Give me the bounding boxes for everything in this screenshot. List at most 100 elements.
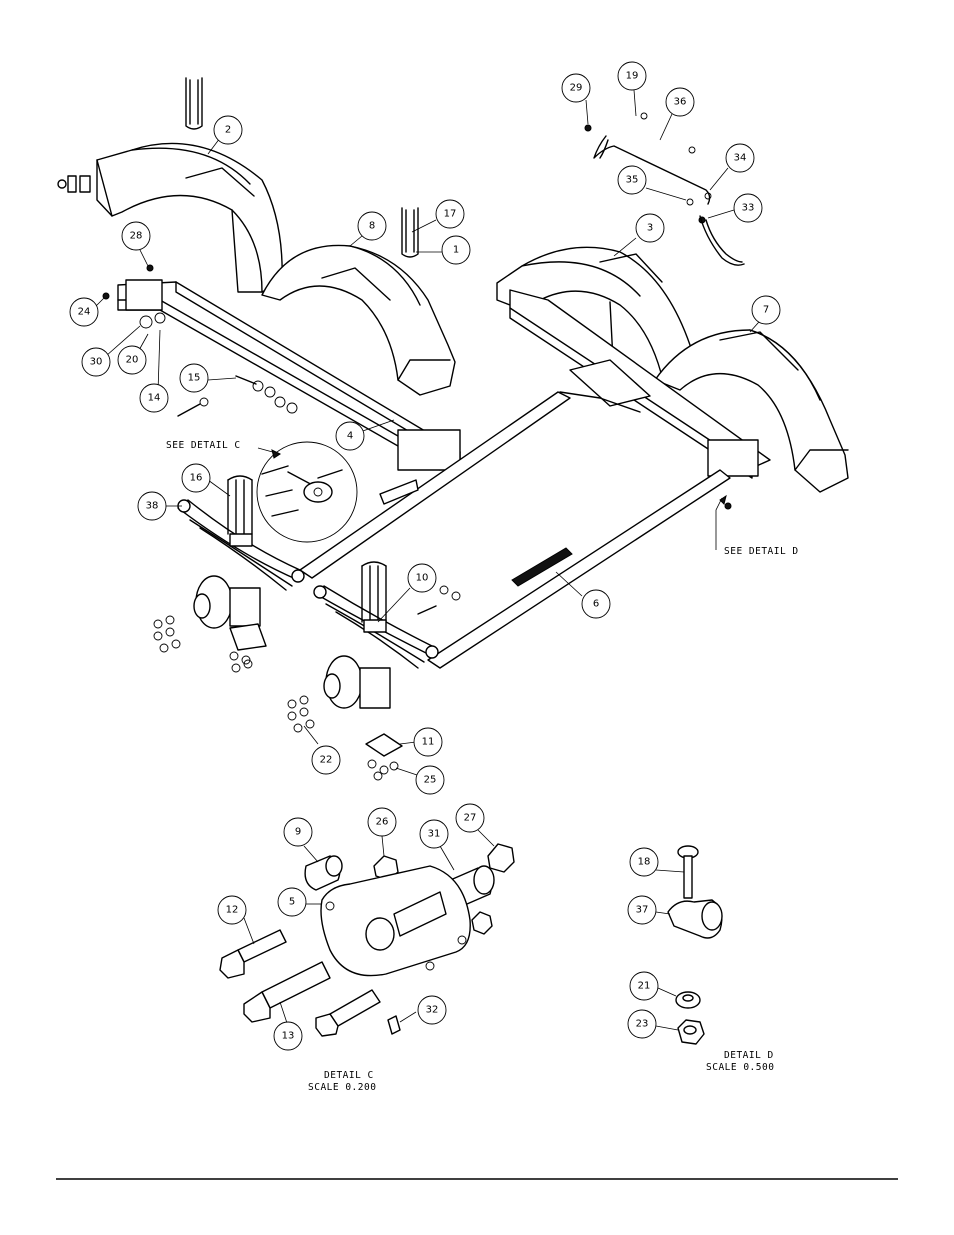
balloon-24: 24 <box>69 297 99 327</box>
balloon-18: 18 <box>629 847 659 877</box>
svg-text:17: 17 <box>444 209 457 220</box>
svg-text:9: 9 <box>295 827 301 838</box>
detail-c-scale: SCALE 0.200 <box>308 1082 376 1093</box>
detail-d-arrow <box>715 494 727 550</box>
frame-rail-right <box>509 289 771 479</box>
fender-2 <box>96 142 283 293</box>
balloon-22: 22 <box>311 745 341 775</box>
balloon-37: 37 <box>627 895 657 925</box>
svg-text:18: 18 <box>638 857 651 868</box>
balloon-26: 26 <box>367 807 397 837</box>
svg-text:21: 21 <box>638 981 651 992</box>
svg-text:2: 2 <box>225 125 231 136</box>
balloon-32: 32 <box>417 995 447 1025</box>
svg-text:23: 23 <box>636 1019 649 1030</box>
svg-text:25: 25 <box>424 775 437 786</box>
fender-7 <box>654 329 849 493</box>
svg-text:26: 26 <box>376 817 389 828</box>
detail-c-callout <box>256 441 358 543</box>
leader-lines <box>95 89 767 1031</box>
balloon-30: 30 <box>81 347 111 377</box>
svg-text:16: 16 <box>190 473 203 484</box>
see-detail-d-note: SEE DETAIL D <box>724 546 799 557</box>
detail-d-scale: SCALE 0.500 <box>706 1062 774 1073</box>
svg-text:38: 38 <box>146 501 159 512</box>
balloon-17: 17 <box>435 199 465 229</box>
svg-text:11: 11 <box>422 737 435 748</box>
balloon-38: 38 <box>137 491 167 521</box>
svg-text:6: 6 <box>593 599 599 610</box>
balloon-29: 29 <box>561 73 591 103</box>
svg-text:4: 4 <box>347 431 353 442</box>
svg-text:19: 19 <box>626 71 639 82</box>
balloon-14: 14 <box>139 383 169 413</box>
balloon-16: 16 <box>181 463 211 493</box>
svg-text:32: 32 <box>426 1005 439 1016</box>
svg-text:37: 37 <box>636 905 649 916</box>
svg-text:5: 5 <box>289 897 295 908</box>
balloon-3: 3 <box>635 213 665 243</box>
svg-text:12: 12 <box>226 905 239 916</box>
balloon-27: 27 <box>455 803 485 833</box>
center-hitch <box>559 359 651 413</box>
svg-text:22: 22 <box>320 755 333 766</box>
svg-text:15: 15 <box>188 373 201 384</box>
svg-text:27: 27 <box>464 813 477 824</box>
wire-harness-36 <box>593 135 745 266</box>
svg-text:34: 34 <box>734 153 747 164</box>
balloon-2: 2 <box>213 115 243 145</box>
hub-right <box>323 655 391 709</box>
balloon-15: 15 <box>179 363 209 393</box>
svg-text:8: 8 <box>369 221 375 232</box>
balloon-10: 10 <box>407 563 437 593</box>
detail-c-parts <box>219 843 515 1037</box>
svg-text:3: 3 <box>647 223 653 234</box>
balloon-4: 4 <box>335 421 365 451</box>
frame-rail-4 <box>117 279 461 471</box>
balloon-13: 13 <box>273 1021 303 1051</box>
svg-text:30: 30 <box>90 357 103 368</box>
svg-text:20: 20 <box>126 355 139 366</box>
detail-c-title: DETAIL C <box>324 1070 374 1081</box>
balloon-12: 12 <box>217 895 247 925</box>
balloon-23: 23 <box>627 1009 657 1039</box>
detail-d-parts <box>667 845 723 1045</box>
balloon-34: 34 <box>725 143 755 173</box>
svg-text:10: 10 <box>416 573 429 584</box>
cross-tube <box>299 391 731 669</box>
svg-text:33: 33 <box>742 203 755 214</box>
svg-text:7: 7 <box>763 305 769 316</box>
balloon-6: 6 <box>581 589 611 619</box>
svg-text:35: 35 <box>626 175 639 186</box>
svg-text:14: 14 <box>148 393 161 404</box>
svg-text:28: 28 <box>130 231 143 242</box>
detail-d-title: DETAIL D <box>724 1050 774 1061</box>
svg-text:24: 24 <box>78 307 91 318</box>
bolt-15 <box>177 375 437 615</box>
balloon-35: 35 <box>617 165 647 195</box>
balloon-7: 7 <box>751 295 781 325</box>
balloon-11: 11 <box>413 727 443 757</box>
svg-text:36: 36 <box>674 97 687 108</box>
balloon-21: 21 <box>629 971 659 1001</box>
hub-left <box>193 575 267 651</box>
balloon-19: 19 <box>617 61 647 91</box>
balloon-25: 25 <box>415 765 445 795</box>
see-detail-c-note: SEE DETAIL C <box>166 440 241 451</box>
balloon-5: 5 <box>277 887 307 917</box>
spring-u-bolts <box>227 475 387 633</box>
balloon-20: 20 <box>117 345 147 375</box>
balloon-9: 9 <box>283 817 313 847</box>
svg-text:13: 13 <box>282 1031 295 1042</box>
svg-text:29: 29 <box>570 83 583 94</box>
balloon-33: 33 <box>733 193 763 223</box>
balloon-8: 8 <box>357 211 387 241</box>
balloon-28: 28 <box>121 221 151 251</box>
balloon-36: 36 <box>665 87 695 117</box>
balloon-31: 31 <box>419 819 449 849</box>
balloon-1: 1 <box>441 235 471 265</box>
fender-bracket-hardware <box>57 175 91 193</box>
svg-text:31: 31 <box>428 829 441 840</box>
svg-text:1: 1 <box>453 245 459 256</box>
